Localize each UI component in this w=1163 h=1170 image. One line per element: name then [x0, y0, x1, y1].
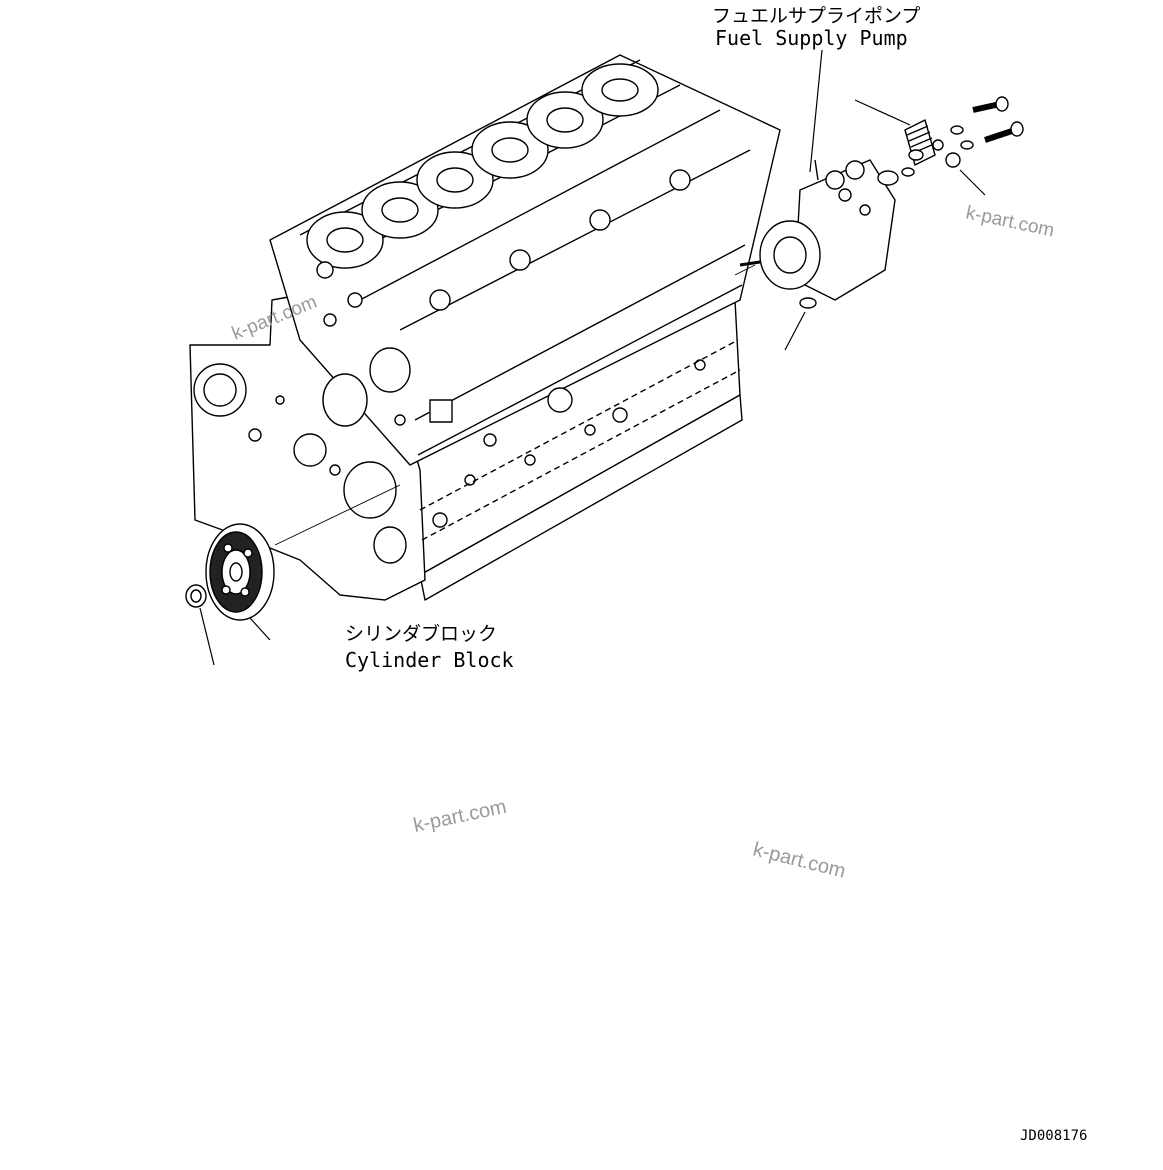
watermark: k-part.com	[751, 839, 848, 883]
leader-lines	[199, 49, 986, 666]
engine-block-illustration	[189, 54, 781, 601]
cylinder-block-label-jp: シリンダブロック	[345, 622, 497, 645]
fuel-supply-pump-illustration	[739, 96, 1024, 309]
fuel-pump-label-jp: フュエルサプライポンプ	[712, 5, 920, 27]
cylinder-block-label-en: Cylinder Block	[345, 648, 514, 672]
fuel-pump-label-en: Fuel Supply Pump	[715, 26, 908, 50]
cam-gear-illustration	[185, 523, 275, 621]
drawing-id: JD008176	[1020, 1128, 1087, 1144]
watermark: k-part.com	[964, 202, 1056, 241]
watermark: k-part.com	[411, 796, 508, 837]
